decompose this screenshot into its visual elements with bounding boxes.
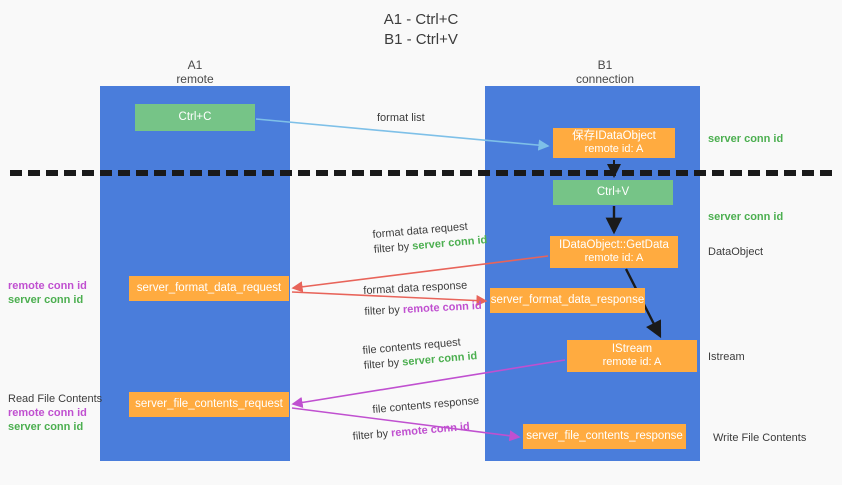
edge-label-format-list-text: format list	[377, 112, 425, 124]
edge-label-file-contents-response: file contents response filter by remote …	[350, 394, 482, 445]
title-line-1: A1 - Ctrl+C	[383, 11, 459, 28]
node-idataobject-getdata[interactable]: IDataObject::GetData remote id: A	[550, 236, 678, 268]
filter-prefix: filter by	[364, 303, 404, 318]
lane-header-b1: B1 connection	[535, 58, 675, 86]
edge-label-format-data-response-filter: filter by remote conn id	[364, 299, 482, 320]
lane-header-a1: A1 remote	[130, 58, 260, 86]
annotation-server-conn-id-2: server conn id	[8, 421, 84, 433]
annotation-istream: Istream	[708, 351, 745, 363]
edge-label-format-data-request: format data request filter by server con…	[372, 218, 488, 258]
node-istream[interactable]: IStream remote id: A	[567, 340, 697, 372]
node-server-file-contents-response-label: server_file_contents_response	[526, 430, 683, 442]
lane-b1-subtitle: connection	[575, 72, 635, 86]
node-istream-remote-id: remote id: A	[602, 356, 662, 368]
annotation-conn-ids-format: remote conn id server conn id	[8, 279, 87, 307]
lane-b1-title: B1	[597, 58, 613, 72]
node-server-format-data-response-label: server_format_data_response	[490, 294, 645, 306]
filter-prefix: filter by	[352, 427, 392, 443]
annotation-server-conn-id-top: server conn id	[708, 133, 784, 145]
node-ctrl-v-label: Ctrl+V	[596, 186, 630, 198]
annotation-remote-conn-id-1: remote conn id	[8, 280, 87, 292]
node-server-file-contents-request-label: server_file_contents_request	[135, 398, 283, 410]
annotation-read-file-contents-group: Read File Contents remote conn id server…	[8, 392, 102, 434]
node-server-file-contents-response[interactable]: server_file_contents_response	[523, 424, 686, 449]
node-server-file-contents-request[interactable]: server_file_contents_request	[129, 392, 289, 417]
node-idataobject-getdata-remote-id: remote id: A	[584, 252, 644, 264]
page-title: A1 - Ctrl+C B1 - Ctrl+V	[0, 10, 842, 50]
annotation-dataobject: DataObject	[708, 246, 764, 258]
node-server-format-data-request-label: server_format_data_request	[136, 282, 282, 294]
lane-a1-subtitle: remote	[176, 72, 214, 86]
edge-label-file-contents-response-text: file contents response	[372, 394, 480, 417]
node-server-format-data-request[interactable]: server_format_data_request	[129, 276, 289, 301]
node-save-idataobject[interactable]: 保存IDataObject remote id: A	[553, 128, 675, 158]
annotation-read-file-contents: Read File Contents	[8, 393, 103, 405]
node-ctrl-c-label: Ctrl+C	[178, 111, 212, 123]
edge-label-format-data-response: format data response filter by remote co…	[363, 278, 482, 320]
phase-divider	[10, 170, 832, 176]
node-ctrl-c[interactable]: Ctrl+C	[135, 104, 255, 131]
node-idataobject-getdata-label: IDataObject::GetData	[559, 239, 669, 251]
node-save-idataobject-remote-id: remote id: A	[584, 143, 644, 155]
edge-label-format-data-response-text: format data response	[363, 279, 468, 297]
node-server-format-data-response[interactable]: server_format_data_response	[490, 288, 645, 313]
filter-prefix: filter by	[363, 356, 403, 372]
filter-prefix: filter by	[373, 240, 413, 256]
edge-label-format-list: format list	[377, 111, 425, 126]
annotation-server-conn-id-middle: server conn id	[708, 211, 784, 223]
edge-label-file-contents-response-filter: filter by remote conn id	[352, 419, 482, 445]
annotation-remote-conn-id-2: remote conn id	[8, 407, 87, 419]
filter-value-remote-conn-id: remote conn id	[390, 420, 471, 440]
annotation-server-conn-id-1: server conn id	[8, 294, 84, 306]
node-save-idataobject-label: 保存IDataObject	[572, 130, 656, 142]
lane-a1-title: A1	[187, 58, 203, 72]
annotation-write-file-contents: Write File Contents	[713, 432, 807, 444]
node-istream-label: IStream	[611, 343, 653, 355]
node-ctrl-v[interactable]: Ctrl+V	[553, 180, 673, 205]
filter-value-remote-conn-id: remote conn id	[402, 299, 482, 316]
edge-label-file-contents-request: file contents request filter by server c…	[362, 334, 478, 374]
title-line-2: B1 - Ctrl+V	[384, 31, 458, 48]
